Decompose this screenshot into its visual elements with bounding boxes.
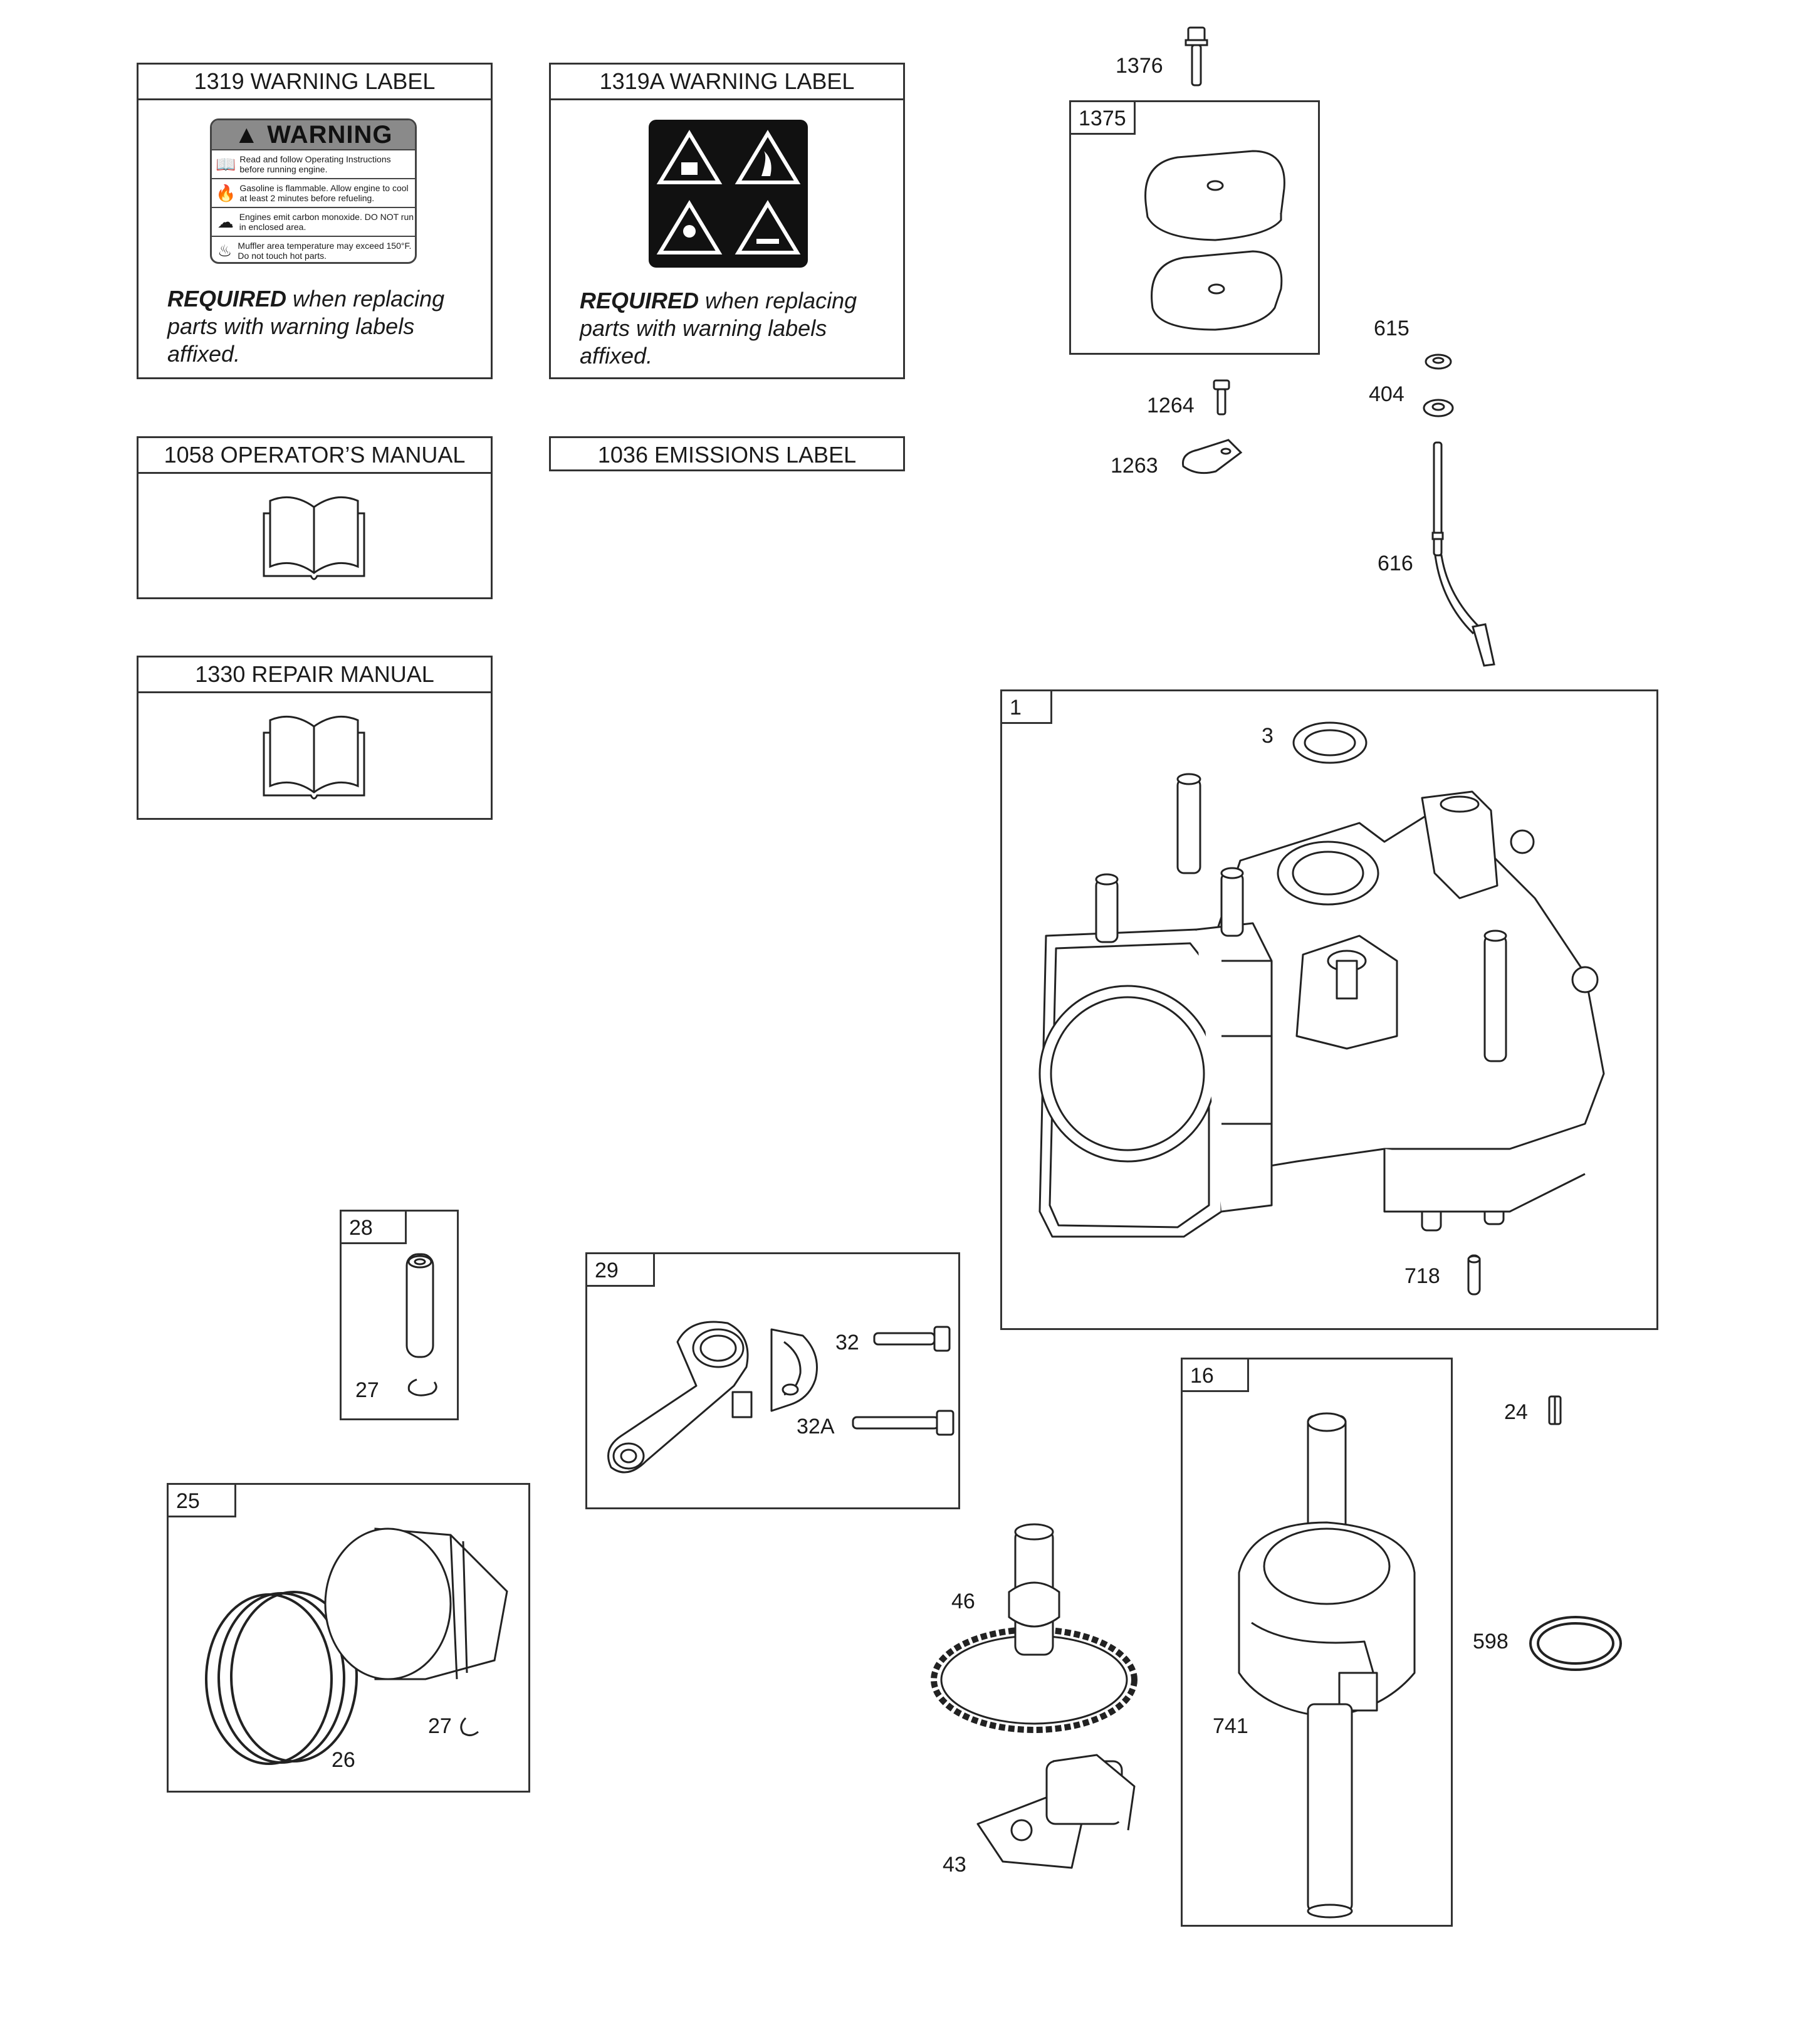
- rod-bolt-32: [873, 1326, 951, 1352]
- callout-27: 27: [355, 1378, 379, 1402]
- callout-46: 46: [951, 1590, 975, 1613]
- piston-rings: [205, 1591, 358, 1765]
- book-icon: [263, 715, 365, 800]
- engine-block-illustration: [1038, 773, 1605, 1238]
- box-1058-operators-manual: 1058 OPERATOR’S MANUAL: [137, 436, 493, 599]
- callout-32: 32: [835, 1331, 859, 1354]
- fire-icon: [761, 151, 771, 176]
- box-title: 1330 REPAIR MANUAL: [139, 657, 491, 693]
- manual-icon: 📖: [216, 155, 236, 174]
- hot-surface-icon: [756, 239, 779, 244]
- warning-triangle-icon: ▲: [234, 121, 268, 149]
- rod-bolt-32a: [852, 1410, 954, 1436]
- nut-615: [1425, 354, 1452, 370]
- callout-741: 741: [1213, 1714, 1248, 1738]
- callout-616: 616: [1378, 552, 1413, 575]
- box-title: 1058 OPERATOR’S MANUAL: [139, 438, 491, 474]
- camshaft-gear-46: [931, 1523, 1138, 1733]
- piston-pin: [405, 1253, 434, 1358]
- callout-27: 27: [428, 1714, 452, 1738]
- fire-icon: 🔥: [216, 184, 236, 202]
- warning-line: Muffler area temperature may exceed 150°…: [238, 241, 412, 261]
- retainer-ring: [460, 1717, 479, 1736]
- clip-1263: [1181, 439, 1243, 474]
- washer-598: [1529, 1616, 1622, 1671]
- group-25-piston-assembly: 25 27 26: [167, 1483, 530, 1793]
- warning-header: ▲ WARNING: [212, 120, 415, 149]
- group-1375: 1375: [1069, 100, 1320, 355]
- callout-24: 24: [1504, 1400, 1528, 1424]
- callout-1264: 1264: [1147, 394, 1195, 417]
- callout-43: 43: [943, 1853, 966, 1877]
- retainer-ring: [407, 1378, 437, 1396]
- group-tag: 29: [587, 1254, 655, 1287]
- callout-1263: 1263: [1111, 454, 1158, 478]
- callout-32a: 32A: [797, 1415, 835, 1438]
- box-1319a-warning-label: 1319A WARNING LABEL REQUIRED when replac…: [549, 63, 905, 379]
- fumes-icon: [683, 225, 696, 238]
- seal-3: [1292, 721, 1368, 764]
- group-tag: 25: [169, 1485, 236, 1517]
- required-note: REQUIRED when replacing parts with warni…: [580, 288, 857, 369]
- manual-icon: [681, 162, 698, 175]
- warning-sticker: ▲ WARNING 📖Read and follow Operating Ins…: [210, 118, 417, 264]
- required-note: REQUIRED when replacing parts with warni…: [167, 286, 445, 367]
- box-1036-emissions-label: 1036 EMISSIONS LABEL: [549, 436, 905, 471]
- box-1330-repair-manual: 1330 REPAIR MANUAL: [137, 656, 493, 820]
- bolt-1376: [1185, 26, 1208, 86]
- shield-plate: [1144, 150, 1285, 331]
- callout-1376: 1376: [1116, 54, 1163, 78]
- group-tag: 28: [342, 1212, 407, 1244]
- group-tag: 16: [1183, 1359, 1249, 1392]
- dowel-pin-718: [1467, 1254, 1481, 1296]
- piston: [324, 1527, 508, 1680]
- box-1319-warning-label: 1319 WARNING LABEL ▲ WARNING 📖Read and f…: [137, 63, 493, 379]
- box-title: 1319A WARNING LABEL: [551, 65, 903, 100]
- callout-718: 718: [1404, 1264, 1440, 1288]
- crankshaft-illustration: [1238, 1412, 1416, 1919]
- group-16-crankshaft: 16 741: [1181, 1358, 1453, 1927]
- callout-404: 404: [1369, 382, 1404, 406]
- screw-1264: [1213, 379, 1230, 416]
- callout-615: 615: [1374, 317, 1409, 340]
- callout-598: 598: [1473, 1630, 1509, 1653]
- dipstick-616: [1431, 441, 1495, 667]
- hot-surface-icon: ♨: [217, 241, 233, 260]
- warning-line: Read and follow Operating Instructions b…: [239, 154, 391, 174]
- washer-404: [1423, 399, 1454, 417]
- fumes-icon: ☁: [217, 212, 234, 231]
- box-title: 1319 WARNING LABEL: [139, 65, 491, 100]
- pictogram-panel: [649, 120, 808, 268]
- box-title: 1036 EMISSIONS LABEL: [597, 442, 857, 468]
- book-icon: [263, 496, 365, 580]
- group-28-piston-pin: 28 27: [340, 1210, 459, 1420]
- callout-26: 26: [332, 1748, 355, 1772]
- connecting-rod: [607, 1321, 818, 1474]
- warning-line: Gasoline is flammable. Allow engine to c…: [239, 183, 409, 203]
- group-tag: 1375: [1071, 102, 1136, 135]
- key-24: [1548, 1395, 1562, 1425]
- group-tag: 1: [1002, 691, 1052, 724]
- callout-3: 3: [1262, 724, 1273, 748]
- governor-43: [976, 1754, 1136, 1869]
- group-1-engine-block: 1 3: [1000, 689, 1658, 1330]
- group-29-connecting-rod: 29 32 32A: [585, 1252, 960, 1509]
- warning-line: Engines emit carbon monoxide. DO NOT run…: [239, 212, 414, 232]
